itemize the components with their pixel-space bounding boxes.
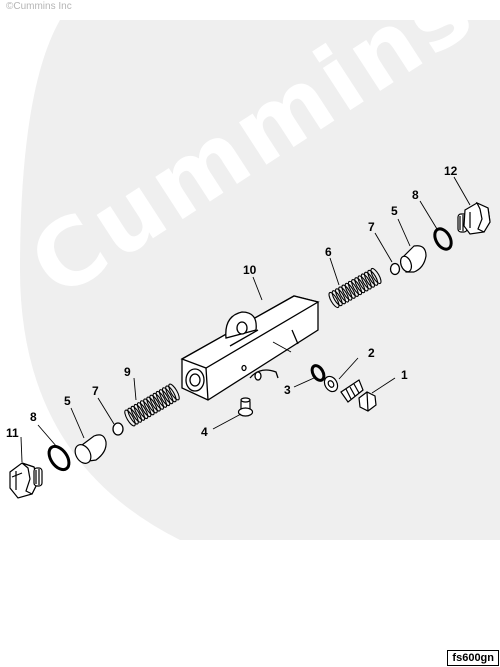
part-10-housing: [180, 295, 320, 401]
figure-code-label: fs600gn: [447, 650, 499, 666]
part-5-spring-seat-left: [74, 434, 107, 464]
part-5-spring-seat-right: [399, 245, 427, 273]
part-4-fitting: [237, 397, 254, 417]
spring-coil: [155, 390, 168, 408]
callout-5-right: 5: [391, 204, 398, 218]
spring-coil: [367, 269, 379, 286]
part-12-end-plug: [457, 201, 491, 235]
spring-coil: [331, 290, 343, 307]
spring-coil: [354, 277, 366, 294]
callout-3: 3: [284, 383, 291, 397]
part-7-washer-left: [112, 422, 124, 436]
spring-coil: [328, 291, 340, 309]
spring-coil: [165, 385, 177, 403]
spring-coil: [363, 271, 376, 288]
part-7-washer-right: [389, 262, 401, 276]
callout-7-left: 7: [92, 384, 99, 398]
part-3-o-ring: [310, 364, 326, 382]
spring-coil: [334, 288, 347, 305]
part-6-spring: [328, 267, 382, 309]
spring-coil: [133, 403, 146, 421]
part-8-o-ring-right: [433, 227, 453, 251]
part-8-o-ring-left: [47, 444, 71, 472]
spring-coil: [143, 398, 155, 416]
spring-coil: [146, 396, 158, 414]
spring-coil: [127, 407, 139, 425]
callout-8-left: 8: [30, 410, 37, 424]
part-9-spring: [124, 383, 180, 427]
spring-coil: [158, 389, 171, 407]
spring-coil: [149, 394, 161, 412]
callout-2: 2: [368, 346, 375, 360]
spring-coil: [357, 275, 369, 292]
part-1-bolt: [340, 379, 377, 412]
spring-coil: [351, 279, 363, 296]
part-11-end-plug: [9, 462, 43, 499]
spring-coil: [136, 402, 149, 420]
callout-8-right: 8: [412, 188, 419, 202]
spring-coil: [152, 392, 165, 410]
part-2-washer: [323, 375, 339, 393]
callout-6: 6: [325, 245, 332, 259]
spring-coil: [344, 282, 356, 299]
leader-lines: [20, 176, 471, 463]
spring-coil: [130, 405, 143, 423]
callout-12: 12: [444, 164, 458, 178]
copyright-text: ©Cummins Inc: [6, 1, 72, 12]
callout-4: 4: [201, 425, 208, 439]
spring-coil: [124, 409, 136, 427]
spring-coil: [370, 267, 382, 285]
spring-coil: [338, 286, 350, 303]
callout-1: 1: [401, 368, 408, 382]
callout-9: 9: [124, 365, 131, 379]
callout-5-left: 5: [64, 394, 71, 408]
spring-coil: [161, 387, 174, 405]
callout-7-right: 7: [368, 220, 375, 234]
callout-11: 11: [6, 426, 19, 440]
spring-coil: [139, 400, 152, 418]
spring-coil: [168, 383, 180, 401]
callout-labels: 11 8 5 7 9 10 4 3 2 1 6 7 5 8 12: [6, 164, 458, 440]
spring-coil: [341, 284, 353, 301]
spring-coil: [360, 273, 372, 290]
callout-10: 10: [243, 263, 257, 277]
spring-coil: [347, 280, 359, 297]
